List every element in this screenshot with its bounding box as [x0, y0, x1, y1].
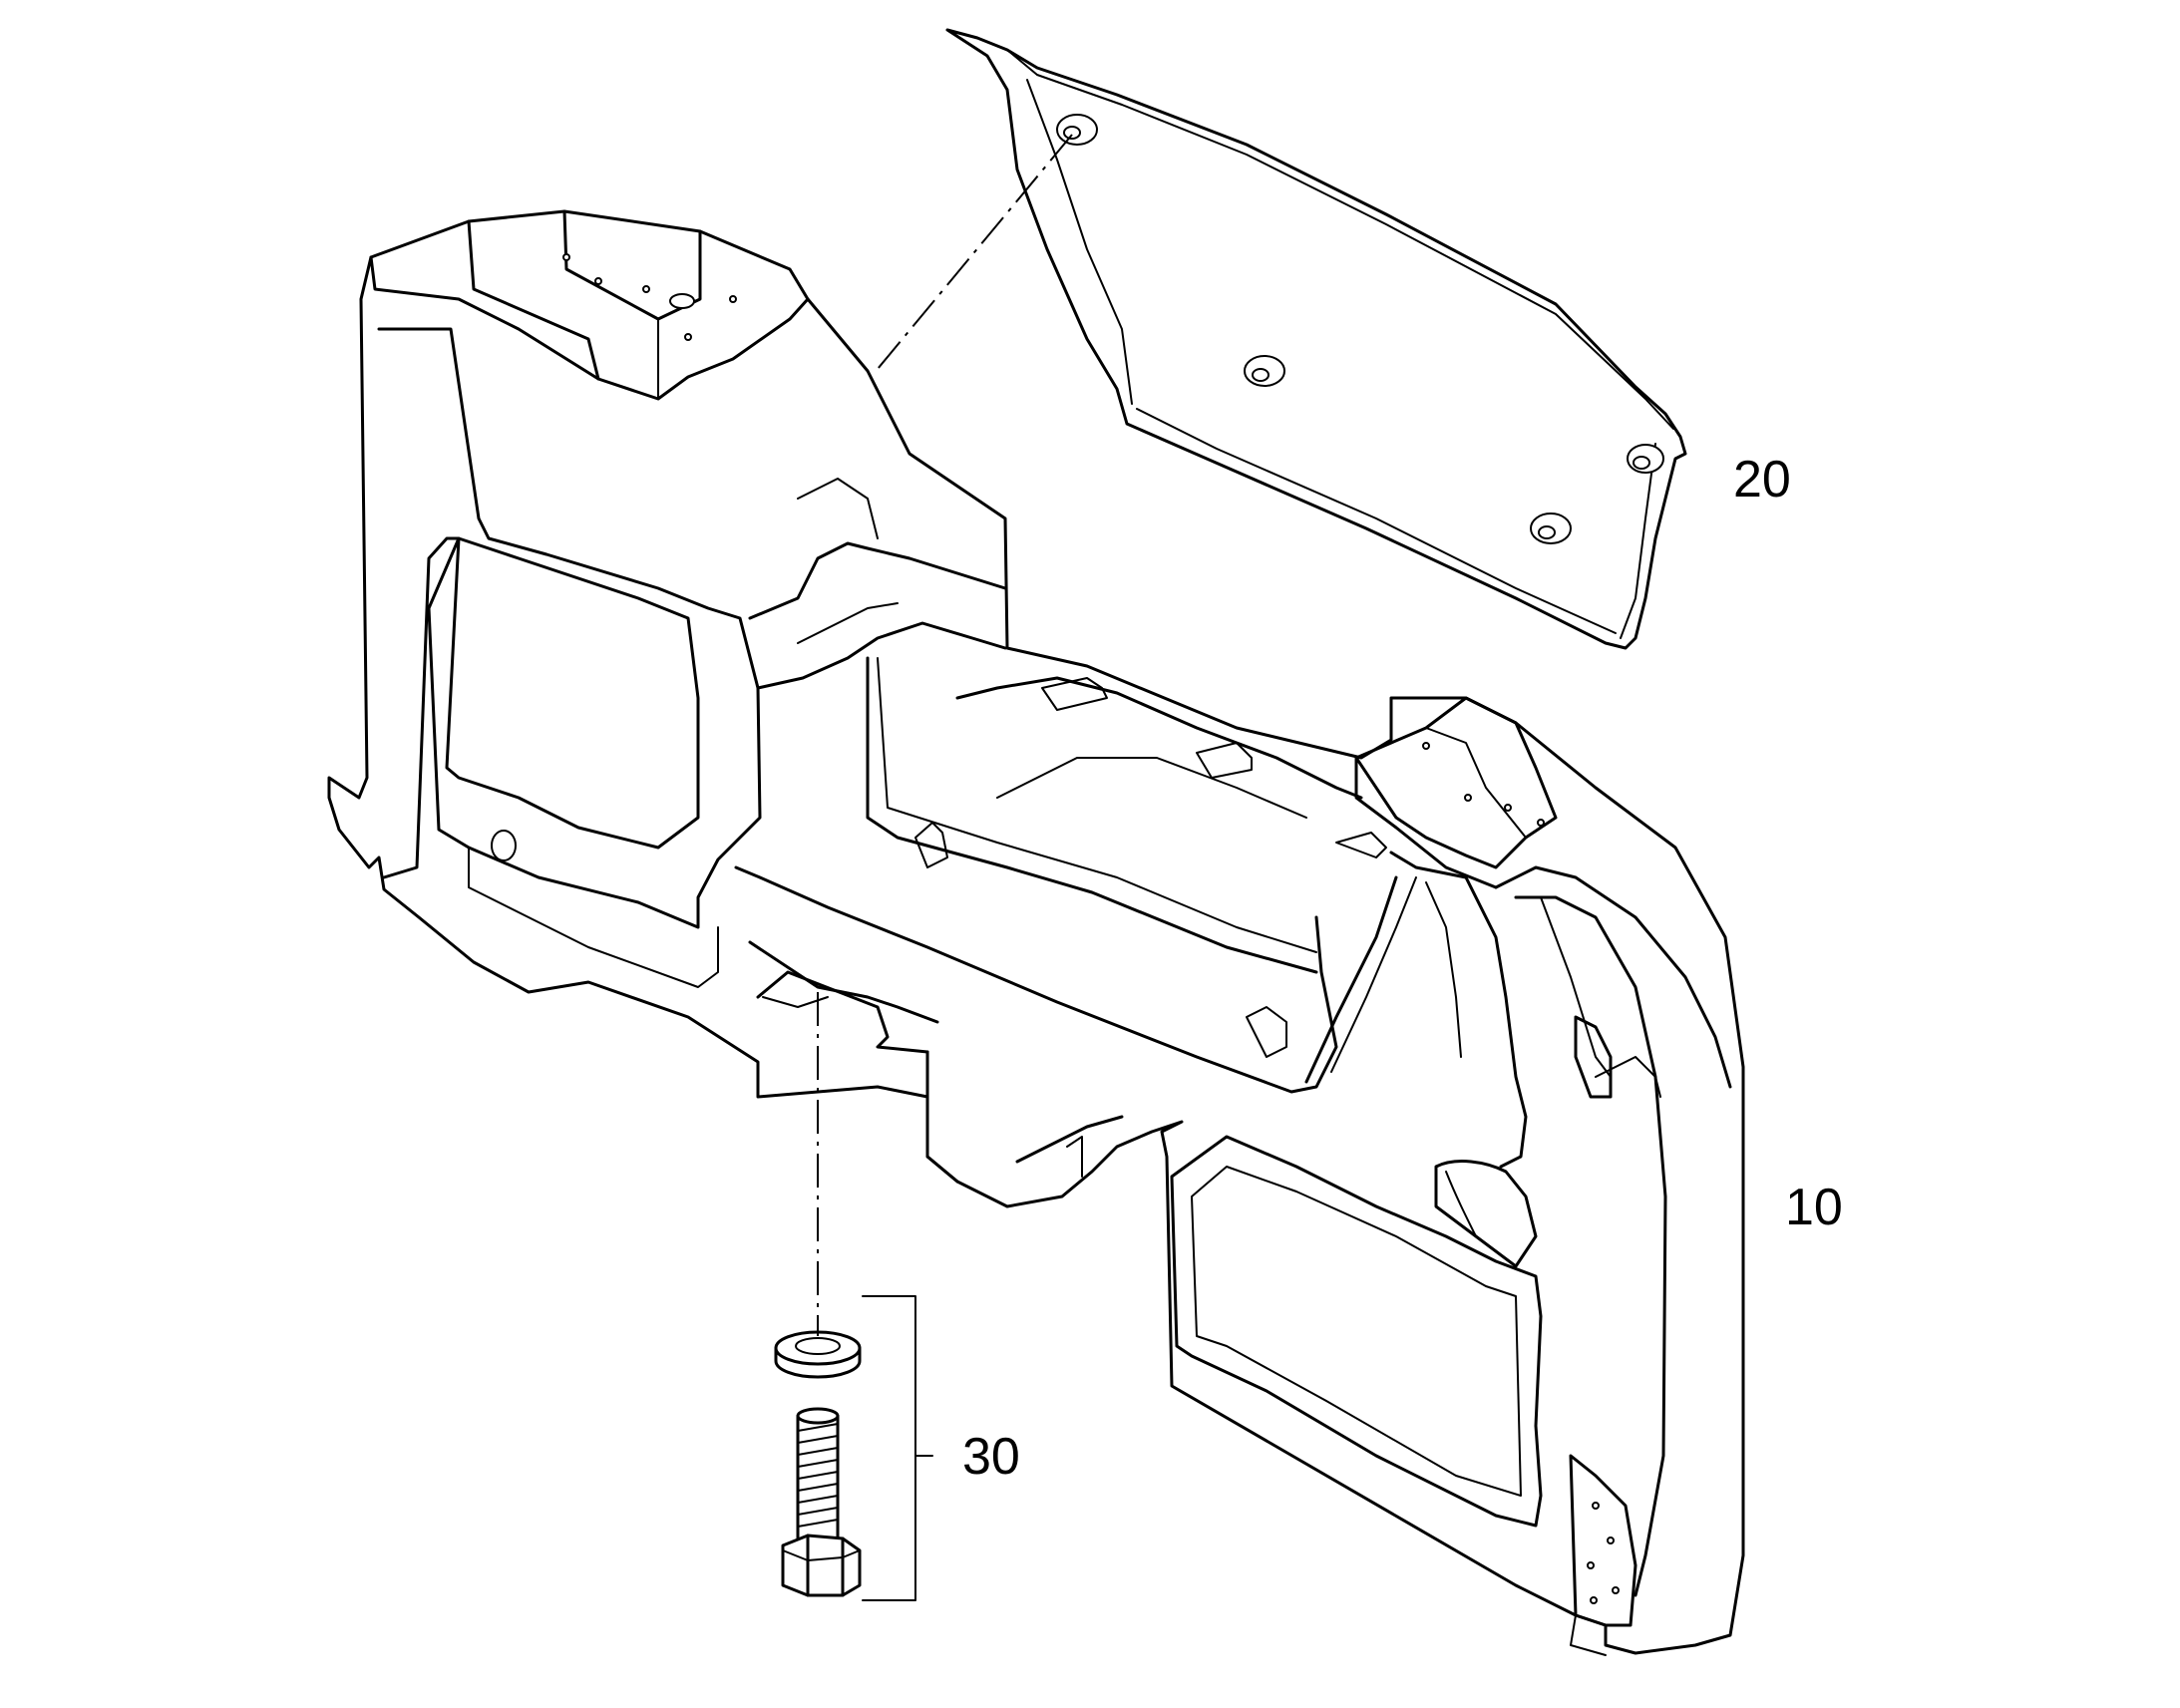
callout-part-20: 20: [1733, 451, 1791, 509]
part-10-housing: [327, 209, 1745, 1656]
channel-tab: [1041, 677, 1108, 711]
callout-part-30: 30: [962, 1428, 1020, 1486]
stud: [1244, 355, 1285, 387]
washer: [774, 1330, 862, 1379]
callout-bracket-30: [862, 1295, 933, 1601]
part-30-bolt-and-washer: [774, 1330, 862, 1597]
top-left-flange: [369, 255, 810, 401]
channel-tab: [1335, 832, 1387, 858]
cover-plate-outline: [945, 28, 1687, 650]
stud: [1530, 512, 1572, 544]
bolt: [781, 1407, 862, 1597]
corner-bracket-upper: [1574, 1015, 1613, 1099]
channel-tab: [1196, 742, 1253, 779]
stud: [1627, 444, 1664, 474]
channel-tab: [914, 822, 948, 868]
saddle-arch: [1434, 1160, 1538, 1268]
left-cavity: [377, 327, 762, 929]
callout-part-10: 10: [1785, 1179, 1843, 1236]
corner-bracket-lower: [1569, 1454, 1637, 1627]
lower-box: [756, 970, 929, 1054]
housing-outline: [327, 209, 1745, 1655]
middle-floor: [734, 865, 1338, 1094]
part-20-cover-plate: [945, 28, 1687, 650]
centerline-plate: [877, 134, 1073, 370]
stud: [1056, 114, 1098, 146]
bolt-hole: [669, 293, 695, 309]
center-channel-upper: [748, 541, 1007, 620]
right-outer-shell: [1494, 865, 1732, 1089]
right-lower-panel: [1170, 1135, 1543, 1528]
right-leg: [1389, 851, 1528, 1169]
hex-head: [781, 1534, 862, 1597]
channel-tab: [1246, 1006, 1287, 1058]
right-flange: [1354, 696, 1558, 869]
